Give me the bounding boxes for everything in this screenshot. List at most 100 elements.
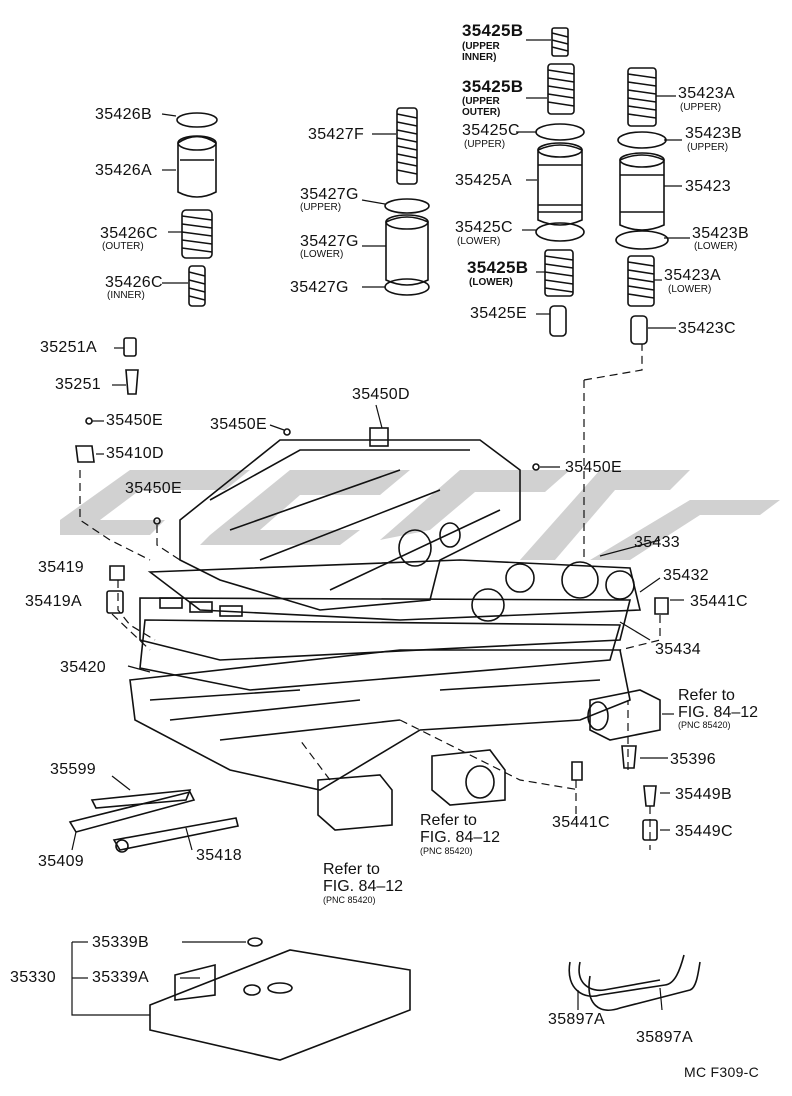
ball-35450E-c	[283, 428, 291, 436]
spring-35426C-inner	[188, 265, 206, 307]
sub-35426C-inner: (INNER)	[107, 290, 145, 301]
ref1-line2: FIG. 84–12	[678, 704, 759, 721]
ref2-line1: Refer to	[420, 812, 477, 829]
label-35432: 35432	[663, 567, 709, 584]
label-35449B: 35449B	[675, 786, 732, 803]
solenoid-left	[317, 774, 393, 831]
oring-35423B-upper	[617, 131, 667, 149]
sub-35425B-upper-inner-1: (UPPER	[462, 41, 500, 52]
spring-35251A	[123, 337, 137, 357]
oring-35423B-lower	[615, 230, 669, 250]
label-35396: 35396	[670, 751, 716, 768]
label-35420: 35420	[60, 659, 106, 676]
label-35423A-lower: 35423A	[664, 267, 721, 284]
label-35423: 35423	[685, 178, 731, 195]
sub-35425B-upper-outer-2: OUTER)	[462, 107, 501, 118]
ref3-line1: Refer to	[323, 861, 380, 878]
label-35450E-b: 35450E	[125, 480, 182, 497]
label-35339A: 35339A	[92, 969, 149, 986]
ref1-pnc: (PNC 85420)	[678, 720, 731, 730]
label-35441C-a: 35441C	[690, 593, 748, 610]
spring-35427F	[396, 107, 418, 185]
sub-35425B-lower: (LOWER)	[469, 277, 513, 288]
sub-35425B-upper-outer-1: (UPPER	[462, 96, 500, 107]
sleeve-35427G	[385, 216, 429, 286]
spring-35419A	[106, 590, 124, 614]
leader-lines	[71, 39, 690, 1016]
lower-valve-body	[129, 649, 631, 791]
label-35450E-d: 35450E	[565, 459, 622, 476]
ball-35450E-a	[85, 417, 93, 425]
pin-35425E	[549, 305, 567, 337]
ball-35450E-b	[153, 517, 161, 525]
spring-35426C-outer	[181, 209, 213, 259]
oring-35427G-upper	[384, 198, 430, 214]
figure-code: MC F309-C	[684, 1064, 760, 1080]
spring-35423A-lower	[627, 255, 655, 307]
label-35433: 35433	[634, 534, 680, 551]
oring-35425C-upper	[535, 123, 585, 141]
part-35419	[109, 565, 125, 581]
oring-35339B	[247, 937, 263, 947]
spring-35425B-upper-inner	[551, 27, 569, 57]
label-35449C: 35449C	[675, 823, 733, 840]
sub-35426C-outer: (OUTER)	[102, 241, 144, 252]
label-35425B-lower: 35425B	[467, 258, 529, 277]
spring-35423A-upper	[627, 67, 657, 127]
label-35251A: 35251A	[40, 339, 97, 356]
label-35423B-lower: 35423B	[692, 225, 749, 242]
label-35425E: 35425E	[470, 305, 527, 322]
piston-35425A	[537, 144, 583, 226]
label-35427G-upper: 35427G	[300, 186, 359, 203]
label-35427G: 35427G	[290, 279, 349, 296]
label-35418: 35418	[196, 847, 242, 864]
piston-35423	[619, 154, 665, 231]
ref2-line2: FIG. 84–12	[420, 829, 501, 846]
label-35251: 35251	[55, 376, 101, 393]
label-35423C: 35423C	[678, 320, 736, 337]
sub-35423B-upper: (UPPER)	[687, 142, 729, 153]
label-35450E-c: 35450E	[210, 416, 267, 433]
watermark-logo	[60, 470, 780, 560]
label-35425C-upper: 35425C	[462, 122, 520, 139]
sub-35425C-lower: (LOWER)	[457, 236, 501, 247]
part-35409	[68, 791, 196, 833]
guide-lines	[79, 344, 661, 850]
ball-35450E-d	[532, 463, 540, 471]
label-35450E-a: 35450E	[106, 412, 163, 429]
plug-35426A	[177, 135, 217, 198]
label-35897A-a: 35897A	[548, 1011, 605, 1028]
label-35426A: 35426A	[95, 162, 152, 179]
sub-35425B-upper-inner-2: INNER)	[462, 52, 497, 63]
oring-35427G-lower	[384, 278, 430, 296]
solenoid-middle	[431, 749, 506, 806]
part-35251	[125, 369, 139, 395]
sub-35423A-lower: (LOWER)	[668, 284, 712, 295]
oring-35425C-lower	[535, 222, 585, 242]
label-35426C-inner: 35426C	[105, 274, 163, 291]
label-35426C-outer: 35426C	[100, 225, 158, 242]
oil-strainer-35330	[149, 949, 411, 1061]
ref3-line2: FIG. 84–12	[323, 878, 404, 895]
label-35897A-b: 35897A	[636, 1029, 693, 1046]
solenoid-right	[587, 689, 661, 741]
plug-35441C-a	[654, 597, 669, 615]
label-35423A-upper: 35423A	[678, 85, 735, 102]
part-35396	[621, 745, 637, 769]
label-35434: 35434	[655, 641, 701, 658]
part-35410D	[75, 445, 95, 463]
label-35599: 35599	[50, 761, 96, 778]
part-35418	[112, 817, 239, 851]
ref1-line1: Refer to	[678, 687, 735, 704]
label-35425A: 35425A	[455, 172, 512, 189]
pipes-35897A	[568, 954, 701, 1011]
spring-35425B-upper-outer	[547, 63, 575, 115]
sub-35427G-lower: (LOWER)	[300, 249, 344, 260]
sub-35427G-upper: (UPPER)	[300, 202, 342, 213]
label-35339B: 35339B	[92, 934, 149, 951]
label-35423B-upper: 35423B	[685, 125, 742, 142]
label-35409: 35409	[38, 853, 84, 870]
label-35450D: 35450D	[352, 386, 410, 403]
